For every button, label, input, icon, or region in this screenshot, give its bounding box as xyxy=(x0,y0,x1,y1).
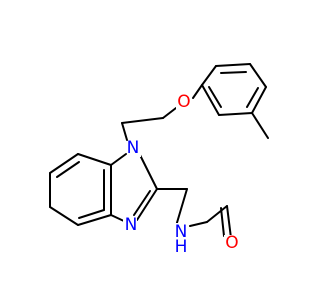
atom-label-n3: N xyxy=(123,215,137,235)
atom-label-n1: N xyxy=(127,138,141,158)
bond xyxy=(201,65,217,86)
bond xyxy=(201,84,220,116)
bond xyxy=(136,188,158,221)
imidazole-ring xyxy=(110,153,158,223)
atom-amide-n-text: N xyxy=(175,222,188,242)
bond xyxy=(139,154,158,190)
ethoxy-linker xyxy=(121,107,177,141)
bond xyxy=(192,84,203,99)
formamide-chain xyxy=(156,188,232,239)
bond xyxy=(77,214,112,226)
methyl-bond xyxy=(251,112,269,139)
double-bond-inner xyxy=(220,207,225,237)
tolyl-ring xyxy=(192,63,269,139)
atom-amide-h-text: H xyxy=(175,237,188,257)
bond xyxy=(226,205,232,239)
bond xyxy=(77,153,112,166)
double-bond-inner xyxy=(246,87,259,108)
atom-n1-text: N xyxy=(127,138,140,158)
double-bond-inner xyxy=(78,209,105,219)
bond xyxy=(110,153,127,166)
benzo-ring xyxy=(49,153,112,226)
atom-ether-o-text: O xyxy=(177,92,190,112)
bond xyxy=(162,107,177,119)
atom-n3-text: N xyxy=(125,215,138,235)
double-bond-inner xyxy=(208,86,222,108)
bond xyxy=(218,112,253,116)
bond xyxy=(206,205,228,223)
bond xyxy=(49,153,79,174)
atom-label-amide-nh: N H xyxy=(174,222,188,257)
bond xyxy=(249,63,267,88)
bond xyxy=(251,86,267,114)
molecule-structure-diagram: N N O N H O xyxy=(49,63,269,257)
double-bond-inner xyxy=(220,71,247,74)
bond xyxy=(49,206,79,226)
atom-carbonyl-o-text: O xyxy=(225,233,238,253)
bond xyxy=(189,221,208,227)
double-bond-inner xyxy=(56,161,80,178)
atom-label-ether-o: O xyxy=(176,92,191,112)
double-bond-inner xyxy=(133,190,151,216)
bond xyxy=(121,117,164,124)
atom-label-carbonyl-o: O xyxy=(224,233,239,253)
bond xyxy=(215,63,251,67)
bond xyxy=(121,122,128,141)
bond xyxy=(175,188,188,227)
